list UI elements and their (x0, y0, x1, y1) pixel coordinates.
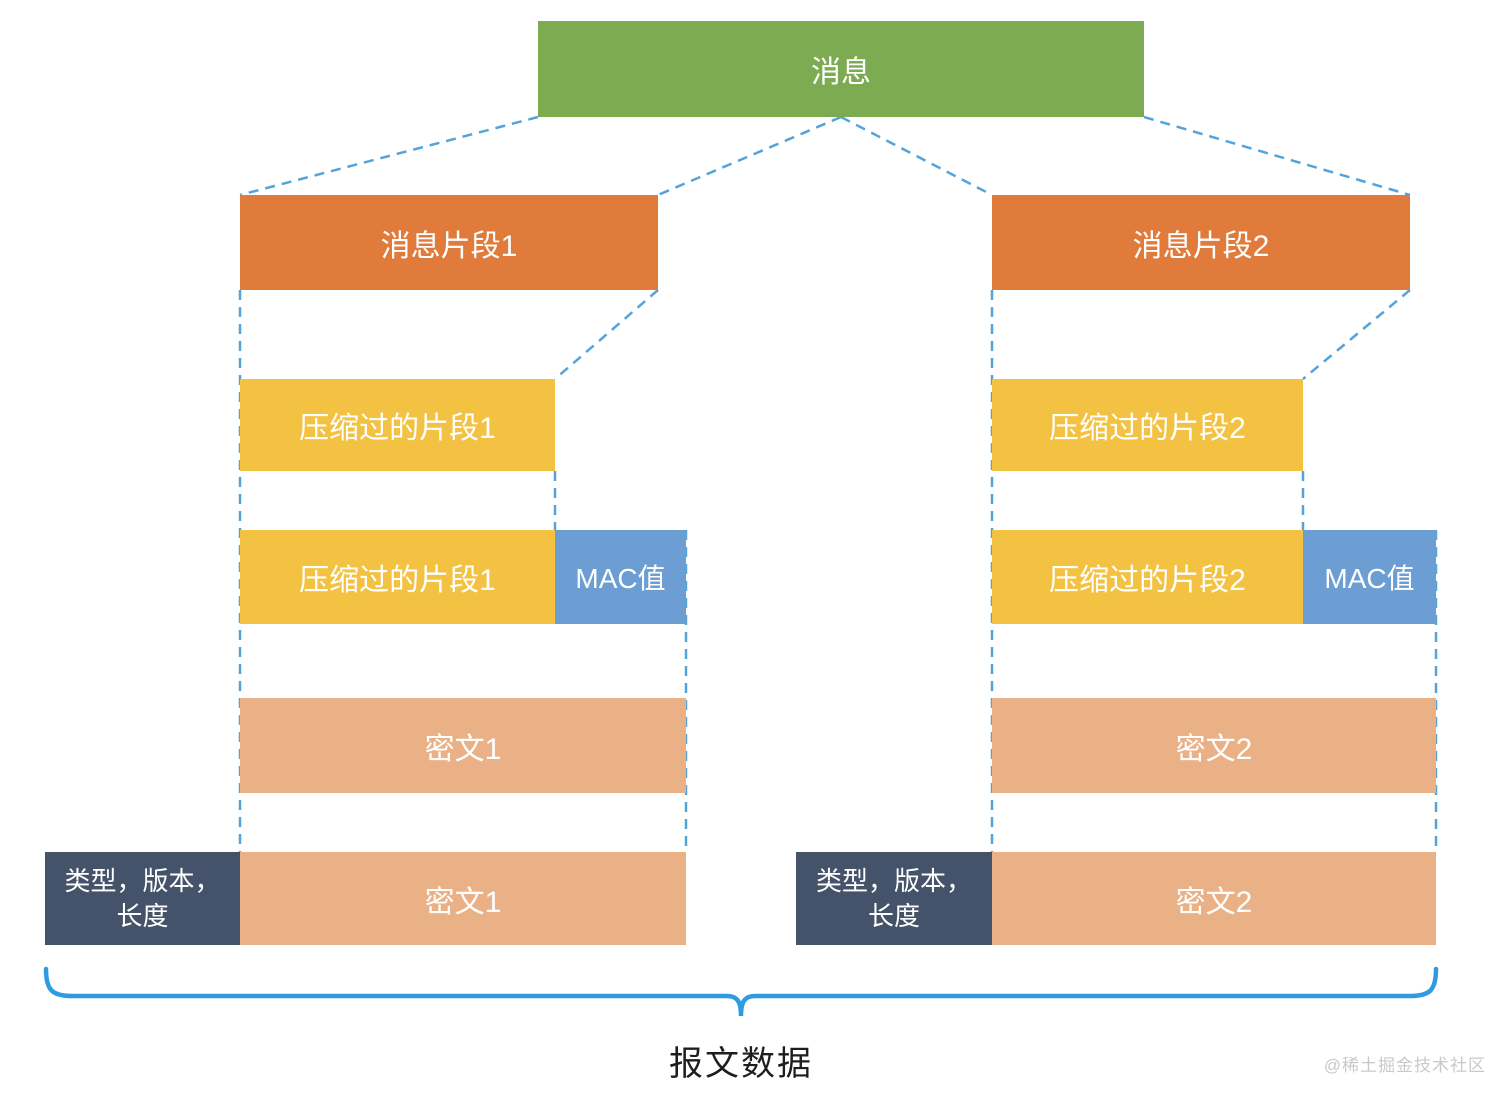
record2-header-line2: 长度 (867, 900, 920, 931)
record1-header-line1: 类型，版本， (64, 866, 221, 897)
record1-header-box: 类型，版本， 长度 (45, 852, 240, 945)
compressed1-box: 压缩过的片段1 (240, 379, 555, 471)
packet-data-label: 报文数据 (669, 1045, 813, 1083)
packet-data-brace (43, 966, 1439, 1017)
record1-cipher-box: 密文1 (240, 852, 686, 945)
fragment2-box: 消息片段2 (992, 195, 1410, 290)
record2-cipher-box: 密文2 (992, 852, 1436, 945)
connector-fragment1-to-compressed1 (554, 289, 659, 380)
connector-message-to-fragment1-left (239, 115, 539, 197)
record2-header-box: 类型，版本， 长度 (796, 852, 992, 945)
watermark: @稀土掘金技术社区 (1323, 1056, 1486, 1075)
connector-message-to-fragment1-right (657, 115, 842, 197)
cipher2-box: 密文2 (992, 698, 1436, 793)
connector-message-to-fragment2-left (840, 115, 993, 197)
connector-message-to-fragment2-right (1143, 115, 1411, 197)
record1-header-line2: 长度 (116, 900, 169, 931)
cipher1-box: 密文1 (240, 698, 686, 793)
message-box: 消息 (538, 21, 1144, 117)
compressed1-with-mac-box: 压缩过的片段1 (240, 530, 555, 624)
mac2-box: MAC值 (1303, 530, 1436, 624)
mac1-box: MAC值 (555, 530, 686, 624)
record2-header-line1: 类型，版本， (815, 866, 972, 897)
compressed2-with-mac-box: 压缩过的片段2 (992, 530, 1303, 624)
compressed2-box: 压缩过的片段2 (992, 379, 1303, 471)
connector-fragment2-to-compressed2 (1302, 289, 1411, 380)
fragment1-box: 消息片段1 (240, 195, 658, 290)
